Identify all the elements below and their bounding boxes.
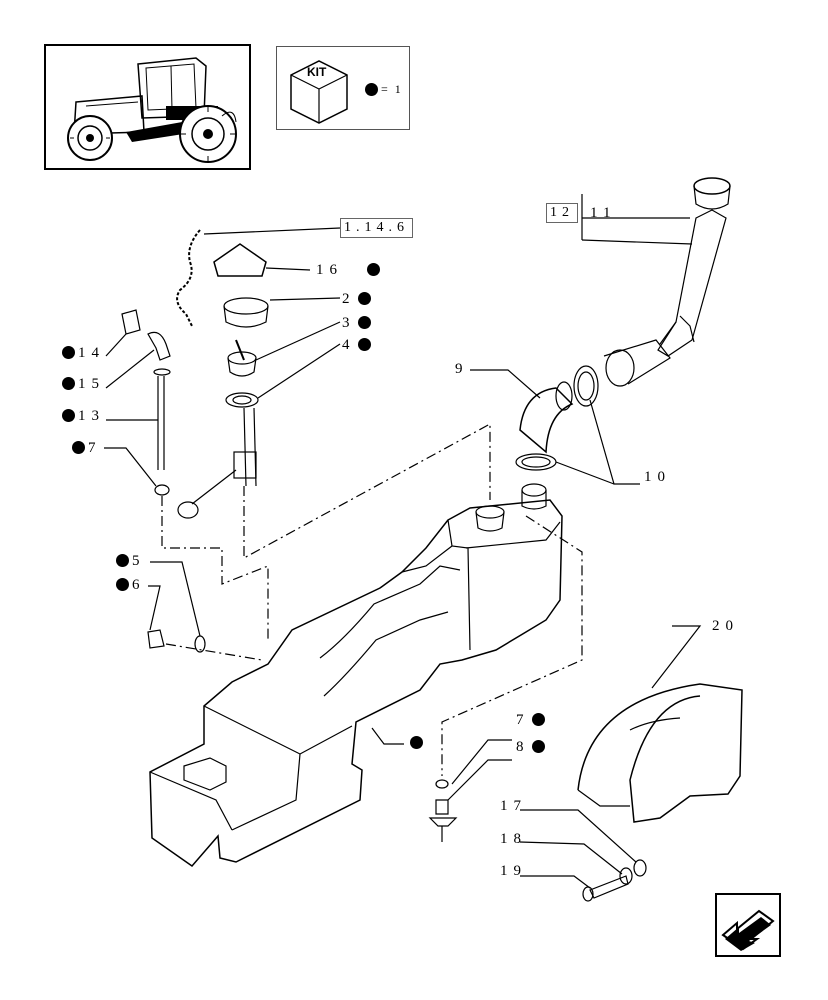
- tractor-icon: [67, 57, 237, 163]
- kit-legend: KIT = 1: [276, 46, 410, 130]
- callout-9[interactable]: 9: [455, 361, 469, 377]
- kit-dot-icon: [116, 554, 129, 567]
- kit-equals: = 1: [381, 82, 403, 96]
- callout-15[interactable]: 15: [78, 376, 105, 392]
- callout-7-upper[interactable]: 7: [88, 440, 102, 456]
- tank-kit-dot-icon: [410, 736, 423, 749]
- kit-dot-icon: [358, 316, 371, 329]
- kit-dot-icon: [365, 83, 378, 96]
- kit-dot-icon: [532, 713, 545, 726]
- callout-4[interactable]: 4: [342, 337, 356, 353]
- kit-dot-icon: [62, 409, 75, 422]
- callout-6[interactable]: 6: [132, 577, 146, 593]
- previous-page-button[interactable]: [715, 893, 781, 957]
- kit-dot-icon: [62, 377, 75, 390]
- callout-19[interactable]: 19: [500, 863, 527, 879]
- previous-page-arrow-icon: [721, 909, 775, 951]
- tractor-thumbnail[interactable]: [44, 44, 251, 170]
- callout-2[interactable]: 2: [342, 291, 356, 307]
- kit-dot-icon: [358, 338, 371, 351]
- callout-5[interactable]: 5: [132, 553, 146, 569]
- callout-16[interactable]: 16: [316, 262, 343, 278]
- kit-dot-icon: [367, 263, 380, 276]
- callout-17[interactable]: 17: [500, 798, 527, 814]
- kit-dot-icon: [358, 292, 371, 305]
- callout-10[interactable]: 10: [644, 469, 671, 485]
- callout-13[interactable]: 13: [78, 408, 105, 424]
- ref-box-fuel-line[interactable]: 1.14.6: [340, 218, 413, 238]
- callout-20[interactable]: 20: [712, 618, 739, 634]
- callout-7-lower[interactable]: 7: [516, 712, 530, 728]
- kit-box-icon: [290, 60, 348, 124]
- callout-11[interactable]: 11: [590, 205, 617, 221]
- callout-18[interactable]: 18: [500, 831, 527, 847]
- kit-dot-icon: [72, 441, 85, 454]
- callout-3[interactable]: 3: [342, 315, 356, 331]
- kit-dot-icon: [532, 740, 545, 753]
- kit-dot-icon: [116, 578, 129, 591]
- kit-label: KIT: [307, 65, 327, 79]
- callout-14[interactable]: 14: [78, 345, 105, 361]
- kit-dot-icon: [62, 346, 75, 359]
- ref-box-filler[interactable]: 12: [546, 203, 578, 223]
- callout-8[interactable]: 8: [516, 739, 530, 755]
